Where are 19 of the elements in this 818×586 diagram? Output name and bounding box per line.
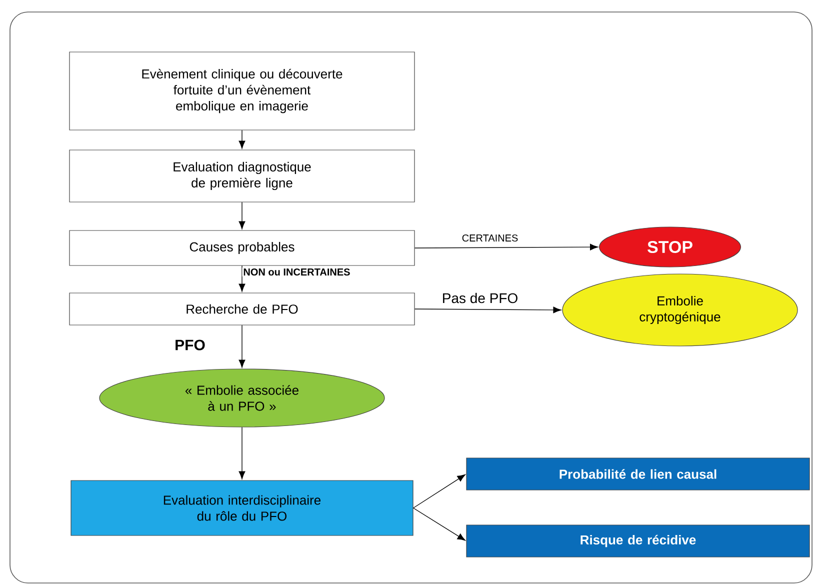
result-box: Risque de récidive (466, 524, 810, 558)
arrow (238, 426, 246, 480)
arrow (412, 508, 466, 541)
process-box: Evaluation interdisciplinaire du rôle du PFO (70, 480, 414, 536)
arrow (414, 244, 598, 250)
arrow (238, 324, 246, 368)
process-box: Recherche de PFO (69, 292, 415, 326)
arrow (412, 474, 466, 508)
arrow (414, 306, 562, 314)
process-box: Evènement clinique ou découverte fortuite d’un évènement embolique en imagerie (69, 52, 415, 130)
result-box: Probabilité de lien causal (466, 458, 810, 490)
arrow (238, 202, 246, 230)
edge-label: PFO (174, 338, 206, 352)
edge-label: CERTAINES (460, 233, 520, 243)
edge-label: Pas de PFO (440, 292, 520, 304)
process-box: Evaluation diagnostique de première ligne (69, 150, 415, 202)
arrow (238, 265, 246, 292)
arrow (238, 130, 246, 149)
edge-label: NON ou INCERTAINES (242, 267, 352, 277)
